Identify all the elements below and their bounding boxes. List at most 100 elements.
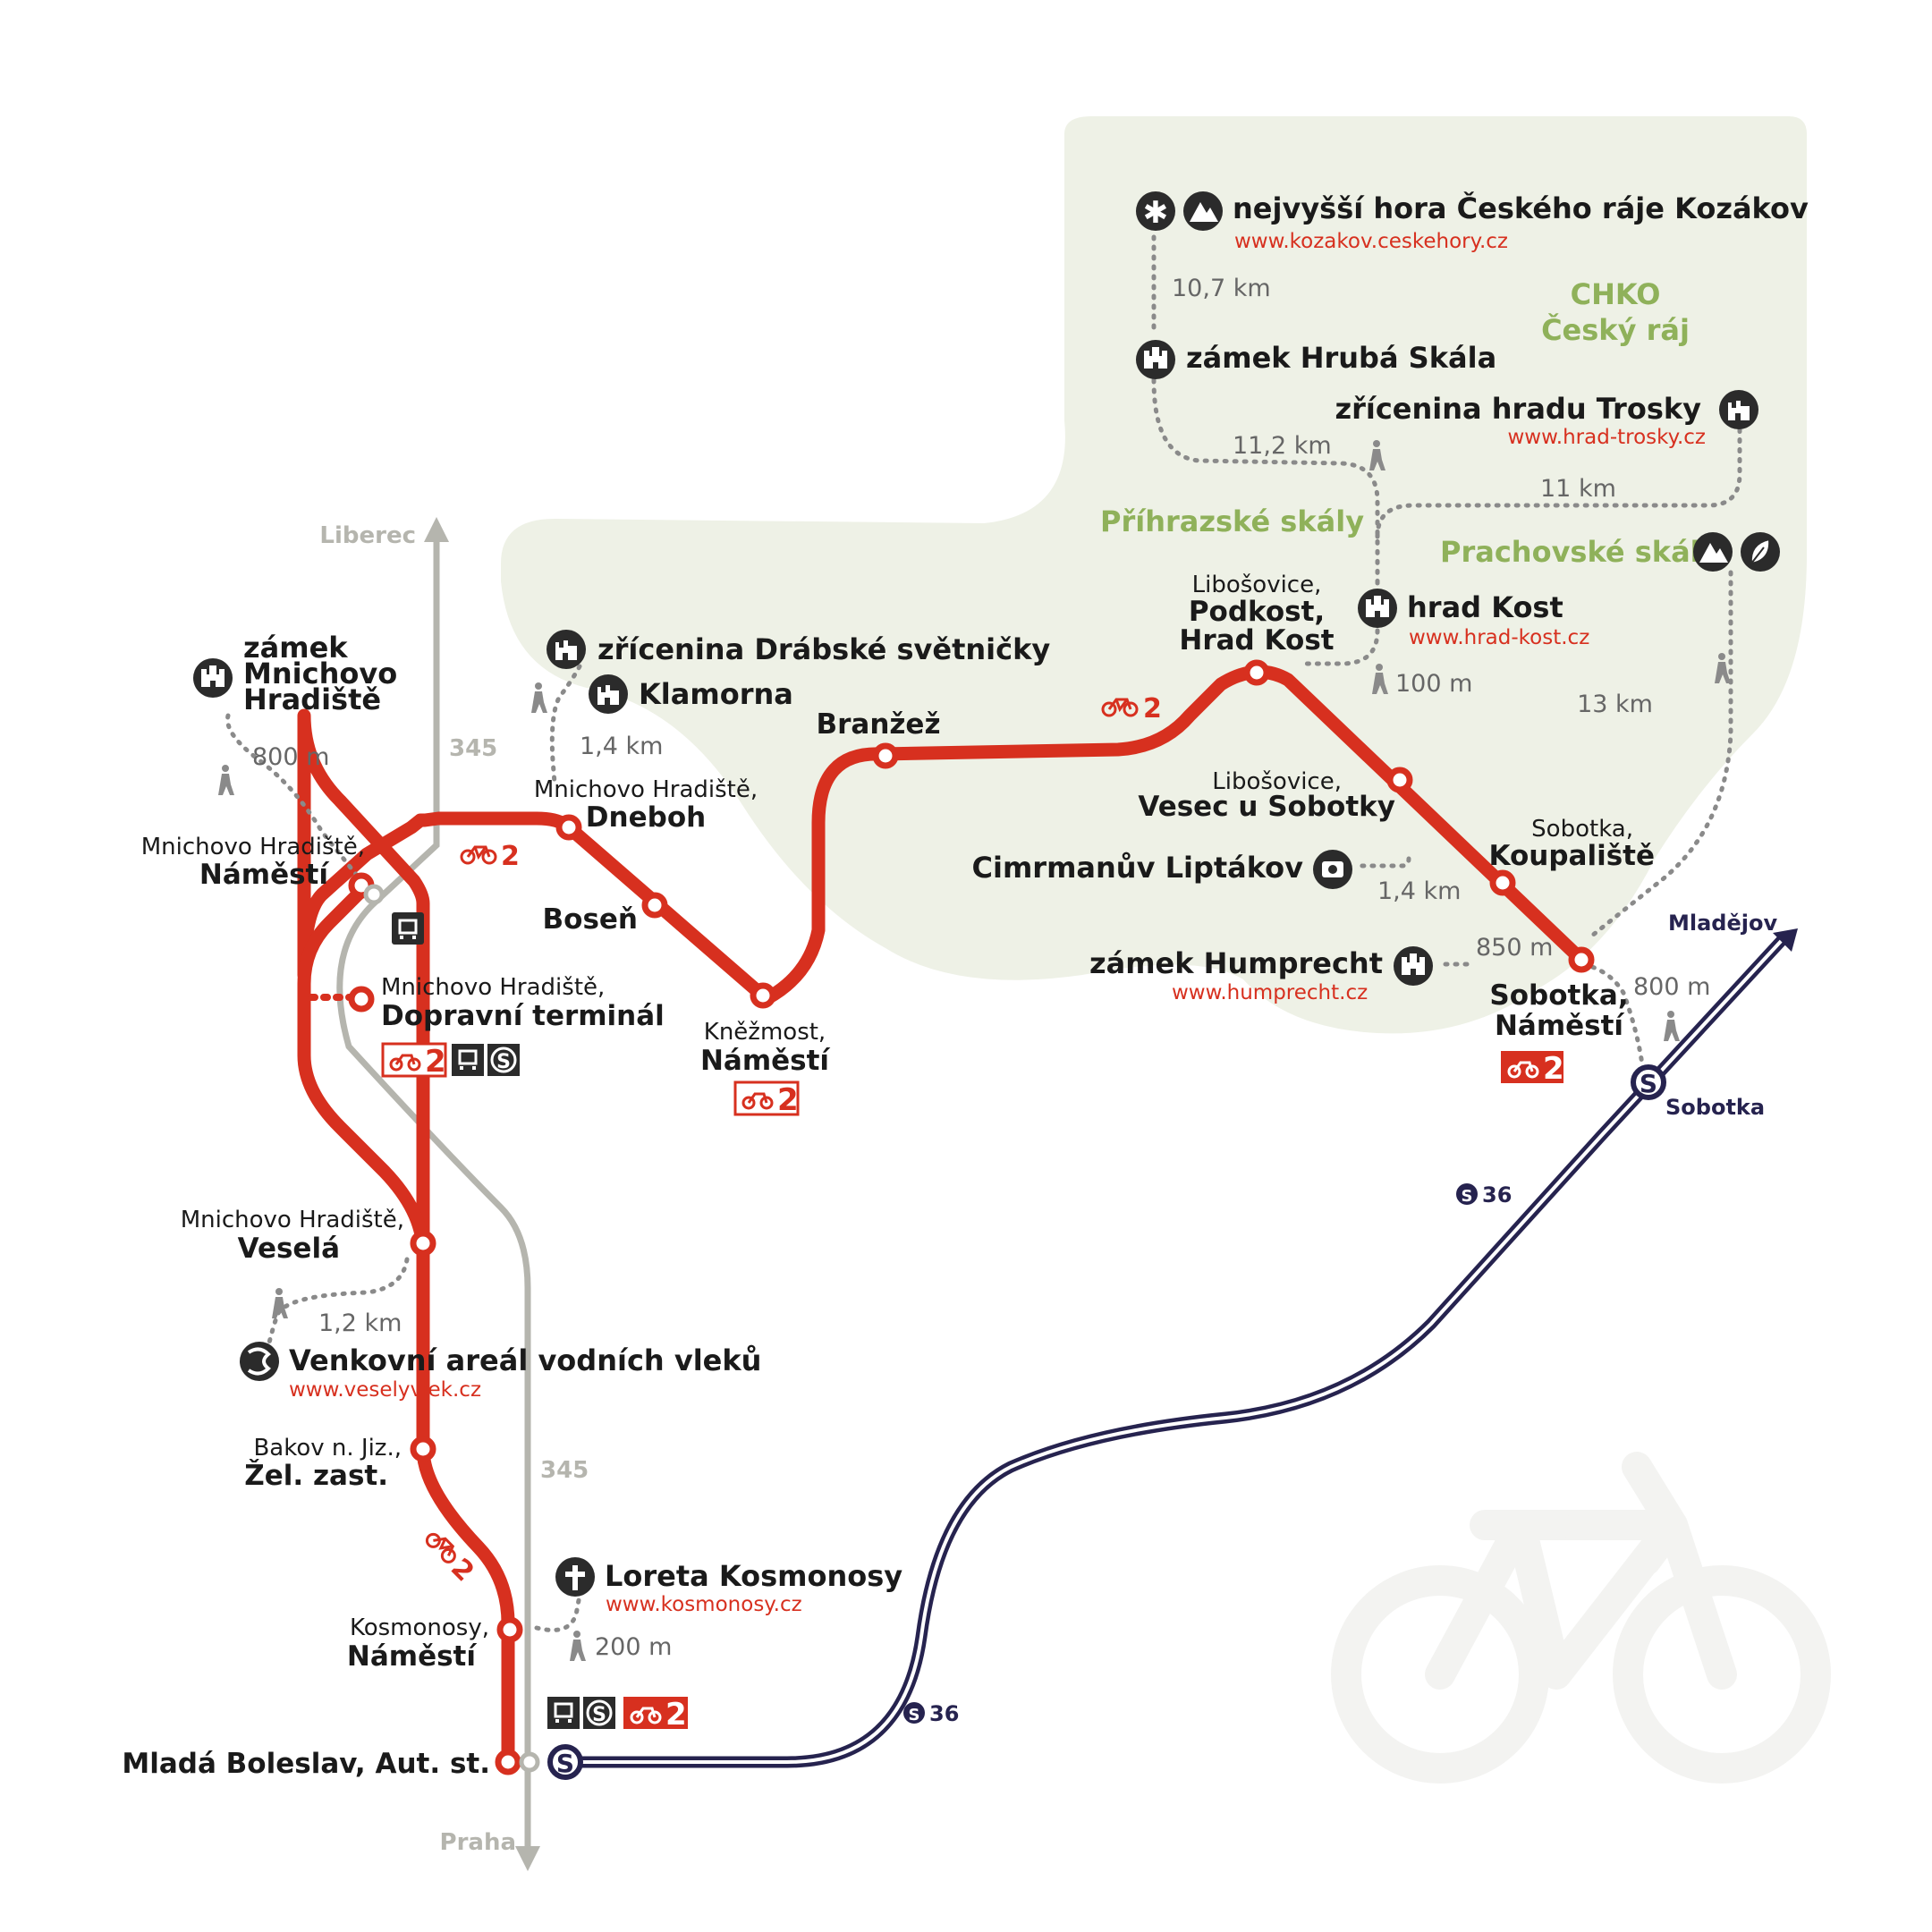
camera-icon[interactable] (1313, 850, 1352, 889)
station-marker-terminal[interactable] (348, 986, 375, 1013)
station-label-kosmonosy-2: Náměstí (347, 1640, 477, 1673)
svg-text:S: S (1462, 1187, 1473, 1206)
rail-station-sobotka-label: Sobotka (1665, 1095, 1765, 1120)
station-label-knezmost-1: Kněžmost, (704, 1019, 826, 1046)
poi-hruba-skala-name[interactable]: zámek Hrubá Skála (1186, 341, 1496, 375)
area-sub-prachovske: Prachovské skály (1440, 535, 1719, 569)
svg-text:2: 2 (425, 1044, 446, 1080)
poi-loreta-url[interactable]: www.kosmonosy.cz (606, 1593, 802, 1616)
poi-vleky-url[interactable]: www.veselyvlek.cz (289, 1378, 481, 1402)
area-name-line2: Český ráj (1541, 312, 1690, 347)
station-label-kosmonosy-1: Kosmonosy, (350, 1614, 489, 1641)
castle-icon[interactable] (193, 658, 233, 698)
area-sub-prihrazske: Příhrazské skály (1100, 504, 1364, 538)
distance-kozakov: 10,7 km (1172, 275, 1271, 302)
rail-station-mb[interactable]: S (547, 1744, 583, 1780)
svg-text:S: S (592, 1704, 606, 1726)
station-marker-bakov[interactable] (410, 1436, 436, 1462)
mountain-icon[interactable] (1693, 532, 1733, 572)
poi-drabske-name[interactable]: zřícenina Drábské světničky (597, 632, 1050, 666)
bus-number-label-2: 345 (540, 1457, 589, 1484)
rail-line-36 (569, 933, 1789, 1768)
station-marker-vesec[interactable] (1386, 767, 1413, 793)
rail-tag-36-upper: S 36 (1456, 1182, 1512, 1208)
ruin-icon[interactable] (589, 674, 628, 714)
distance-sobotka-rail: 800 m (1633, 973, 1710, 1001)
station-marker-sobotka-nam[interactable] (1568, 946, 1595, 973)
svg-text:2: 2 (501, 841, 520, 872)
bus-icon (547, 1697, 580, 1729)
poi-zamek-mh-line1[interactable]: zámek (243, 631, 348, 665)
poi-trosky-name[interactable]: zřícenina hradu Trosky (1335, 392, 1701, 426)
station-marker-kosmonosy[interactable] (496, 1616, 523, 1643)
ruin-icon[interactable] (1719, 390, 1758, 429)
poi-kozakov-url[interactable]: www.kozakov.ceskehory.cz (1234, 230, 1508, 253)
bus-stop-marker-mb[interactable] (519, 1751, 540, 1773)
station-marker-vesela[interactable] (410, 1230, 436, 1257)
bus-icon (392, 912, 424, 945)
distance-kost: 100 m (1395, 670, 1472, 698)
svg-text:36: 36 (929, 1701, 959, 1726)
station-label-vesec-1: Libošovice, (1212, 768, 1342, 795)
poi-kozakov-name[interactable]: nejvyšší hora Českého ráje Kozákov (1233, 191, 1809, 225)
station-marker-branzez[interactable] (872, 742, 899, 769)
svg-text:36: 36 (1482, 1182, 1512, 1208)
badge-cycle-sobotka: 2 (1501, 1051, 1564, 1087)
poi-liptakov-name[interactable]: Cimrmanův Liptákov (972, 851, 1304, 885)
walker-icon (272, 1288, 288, 1318)
svg-text:2: 2 (1543, 1051, 1564, 1087)
bus-south-label: Praha (440, 1829, 516, 1856)
station-label-koupaliste-2: Koupaliště (1488, 840, 1655, 872)
poi-zamek-mh-line3[interactable]: Hradiště (243, 682, 381, 716)
station-marker-bosen[interactable] (641, 892, 668, 919)
leaf-icon[interactable] (1741, 532, 1780, 572)
poi-humprecht-url[interactable]: www.humprecht.cz (1172, 981, 1368, 1004)
poi-humprecht-name[interactable]: zámek Humprecht (1089, 946, 1383, 980)
bus-north-label: Liberec (319, 522, 416, 549)
poi-kost-name[interactable]: hrad Kost (1407, 590, 1563, 624)
castle-icon[interactable] (1136, 340, 1175, 379)
bicycle-icon (1101, 698, 1139, 717)
station-label-podkost-3: Hrad Kost (1179, 624, 1334, 657)
svg-text:S: S (909, 1706, 920, 1724)
svg-text:2: 2 (1143, 693, 1162, 724)
walker-icon (570, 1631, 586, 1661)
star-icon[interactable]: ✱ (1136, 191, 1175, 231)
station-label-knezmost-2: Náměstí (700, 1045, 830, 1077)
walker-icon (1664, 1011, 1680, 1041)
station-label-terminal-1: Mnichovo Hradiště, (381, 974, 605, 1001)
mountain-icon[interactable] (1183, 191, 1223, 231)
water-icon[interactable] (240, 1342, 279, 1381)
cycle-tag-top: 2 (1101, 693, 1162, 724)
castle-icon[interactable] (1358, 589, 1397, 628)
walker-icon (1372, 664, 1388, 694)
station-marker-mb-aut[interactable] (495, 1749, 521, 1775)
distance-humprecht: 850 m (1476, 934, 1553, 962)
walker-icon (218, 765, 234, 795)
bus-icon (452, 1044, 484, 1076)
station-marker-koupaliste[interactable] (1489, 869, 1516, 896)
distance-trosky: 11 km (1540, 475, 1616, 503)
poi-vleky-name[interactable]: Venkovní areál vodních vleků (289, 1343, 761, 1377)
bus-number-label: 345 (449, 735, 497, 762)
distance-klamorna: 1,4 km (580, 733, 663, 760)
poi-loreta-name[interactable]: Loreta Kosmonosy (605, 1559, 902, 1593)
poi-klamorna-name[interactable]: Klamorna (639, 677, 793, 711)
bicycle-watermark-icon (1331, 1452, 1831, 1784)
bus-stop-marker-mh[interactable] (363, 884, 385, 905)
station-label-sobotka-nam-1: Sobotka, (1489, 979, 1628, 1012)
distance-loreta: 200 m (595, 1633, 672, 1661)
poi-zamek-mh-line2[interactable]: Mnichovo (243, 657, 397, 691)
poi-trosky-url[interactable]: www.hrad-trosky.cz (1507, 426, 1706, 449)
cross-icon[interactable] (555, 1557, 595, 1597)
rail-station-sobotka[interactable]: S (1631, 1064, 1666, 1100)
station-marker-knezmost[interactable] (750, 982, 776, 1009)
station-marker-podkost[interactable] (1243, 659, 1270, 686)
ruin-icon[interactable] (547, 630, 586, 669)
castle-icon[interactable] (1394, 946, 1433, 986)
poi-kost-url[interactable]: www.hrad-kost.cz (1409, 626, 1589, 649)
svg-text:✱: ✱ (1143, 195, 1169, 231)
station-marker-dneboh[interactable] (555, 814, 582, 841)
bicycle-icon (425, 1532, 456, 1563)
